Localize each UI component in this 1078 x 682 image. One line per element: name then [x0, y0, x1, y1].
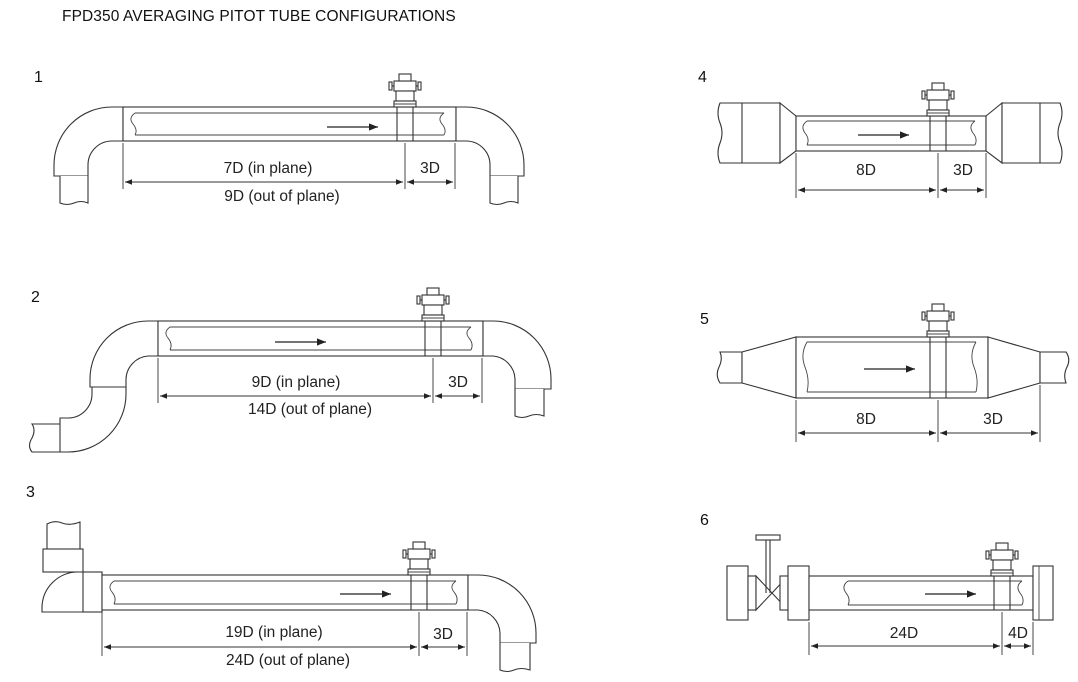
config-3-number: 3	[26, 484, 35, 501]
config-3-primary-label: 19D (in plane)	[225, 624, 322, 641]
config-3-right-elbow	[467, 574, 537, 644]
config-2-right-elbow	[482, 320, 552, 390]
page-title: FPD350 AVERAGING PITOT TUBE CONFIGURATIO…	[62, 8, 456, 25]
config-3-inlet-stub	[46, 521, 81, 550]
config-4-diagram: 8D 3D	[717, 82, 1063, 198]
config-1-right-elbow	[455, 106, 525, 177]
config-2-secondary-label: 14D (out of plane)	[248, 401, 372, 418]
config-6-valve-flange-left	[726, 565, 749, 621]
config-6-number: 6	[700, 512, 709, 529]
config-5-main-pipe	[795, 336, 989, 399]
config-4-pitot-tube	[921, 82, 955, 117]
config-4-number: 4	[698, 69, 707, 86]
config-6-valve-handwheel	[755, 534, 781, 541]
config-1-left-pipe-stub	[59, 176, 89, 206]
config-5-right-reducer	[987, 336, 1041, 399]
config-4-right-expander	[985, 101, 1003, 165]
config-4-left-reducer	[779, 101, 797, 165]
config-5-primary-label: 8D	[856, 411, 876, 428]
config-4-primary-label: 8D	[856, 162, 876, 179]
config-3-main-pipe	[101, 574, 469, 611]
config-3-downstream-label: 3D	[433, 626, 453, 643]
config-5-diagram: 8D 3D	[716, 303, 1070, 442]
config-5-inlet-pipe	[716, 351, 743, 384]
config-2-number: 2	[31, 289, 40, 306]
config-5-downstream-label: 3D	[983, 411, 1003, 428]
config-1-left-elbow	[53, 106, 124, 177]
config-2-downstream-label: 3D	[448, 374, 468, 391]
config-2-primary-label: 9D (in plane)	[252, 374, 341, 391]
config-3-secondary-label: 24D (out of plane)	[226, 652, 350, 669]
config-5-number: 5	[700, 311, 709, 328]
config-5-left-expander	[741, 336, 797, 399]
config-6-downstream-label: 4D	[1008, 625, 1028, 642]
config-1-pitot-tube	[388, 73, 422, 108]
config-6-diagram: 24D 4D	[726, 534, 1054, 655]
config-2-diagram: 9D (in plane) 3D 14D (out of plane)	[28, 287, 552, 453]
config-1-diagram: 7D (in plane) 3D 9D (out of plane)	[53, 73, 525, 206]
config-1-primary-label: 7D (in plane)	[224, 160, 313, 177]
config-1-secondary-label: 9D (out of plane)	[224, 188, 339, 205]
config-6-end-flange	[1032, 565, 1054, 621]
config-6-pitot-tube	[985, 542, 1019, 577]
config-4-downstream-label: 3D	[953, 162, 973, 179]
config-2-lower-elbow	[59, 386, 127, 453]
config-3-pitot-tube	[402, 541, 436, 576]
config-1-number: 1	[34, 69, 43, 86]
config-2-main-pipe	[157, 320, 484, 357]
config-2-upper-elbow	[89, 320, 159, 388]
config-2-pitot-tube	[416, 287, 450, 322]
config-1-main-pipe	[122, 106, 457, 142]
config-4-left-pipe	[717, 102, 781, 164]
config-5-pitot-tube	[921, 303, 955, 338]
config-3-diagram: 19D (in plane) 3D 24D (out of plane)	[41, 521, 537, 673]
config-1-downstream-label: 3D	[420, 160, 440, 177]
config-6-valve-flange-right	[787, 565, 810, 621]
config-6-primary-label: 24D	[890, 625, 918, 642]
